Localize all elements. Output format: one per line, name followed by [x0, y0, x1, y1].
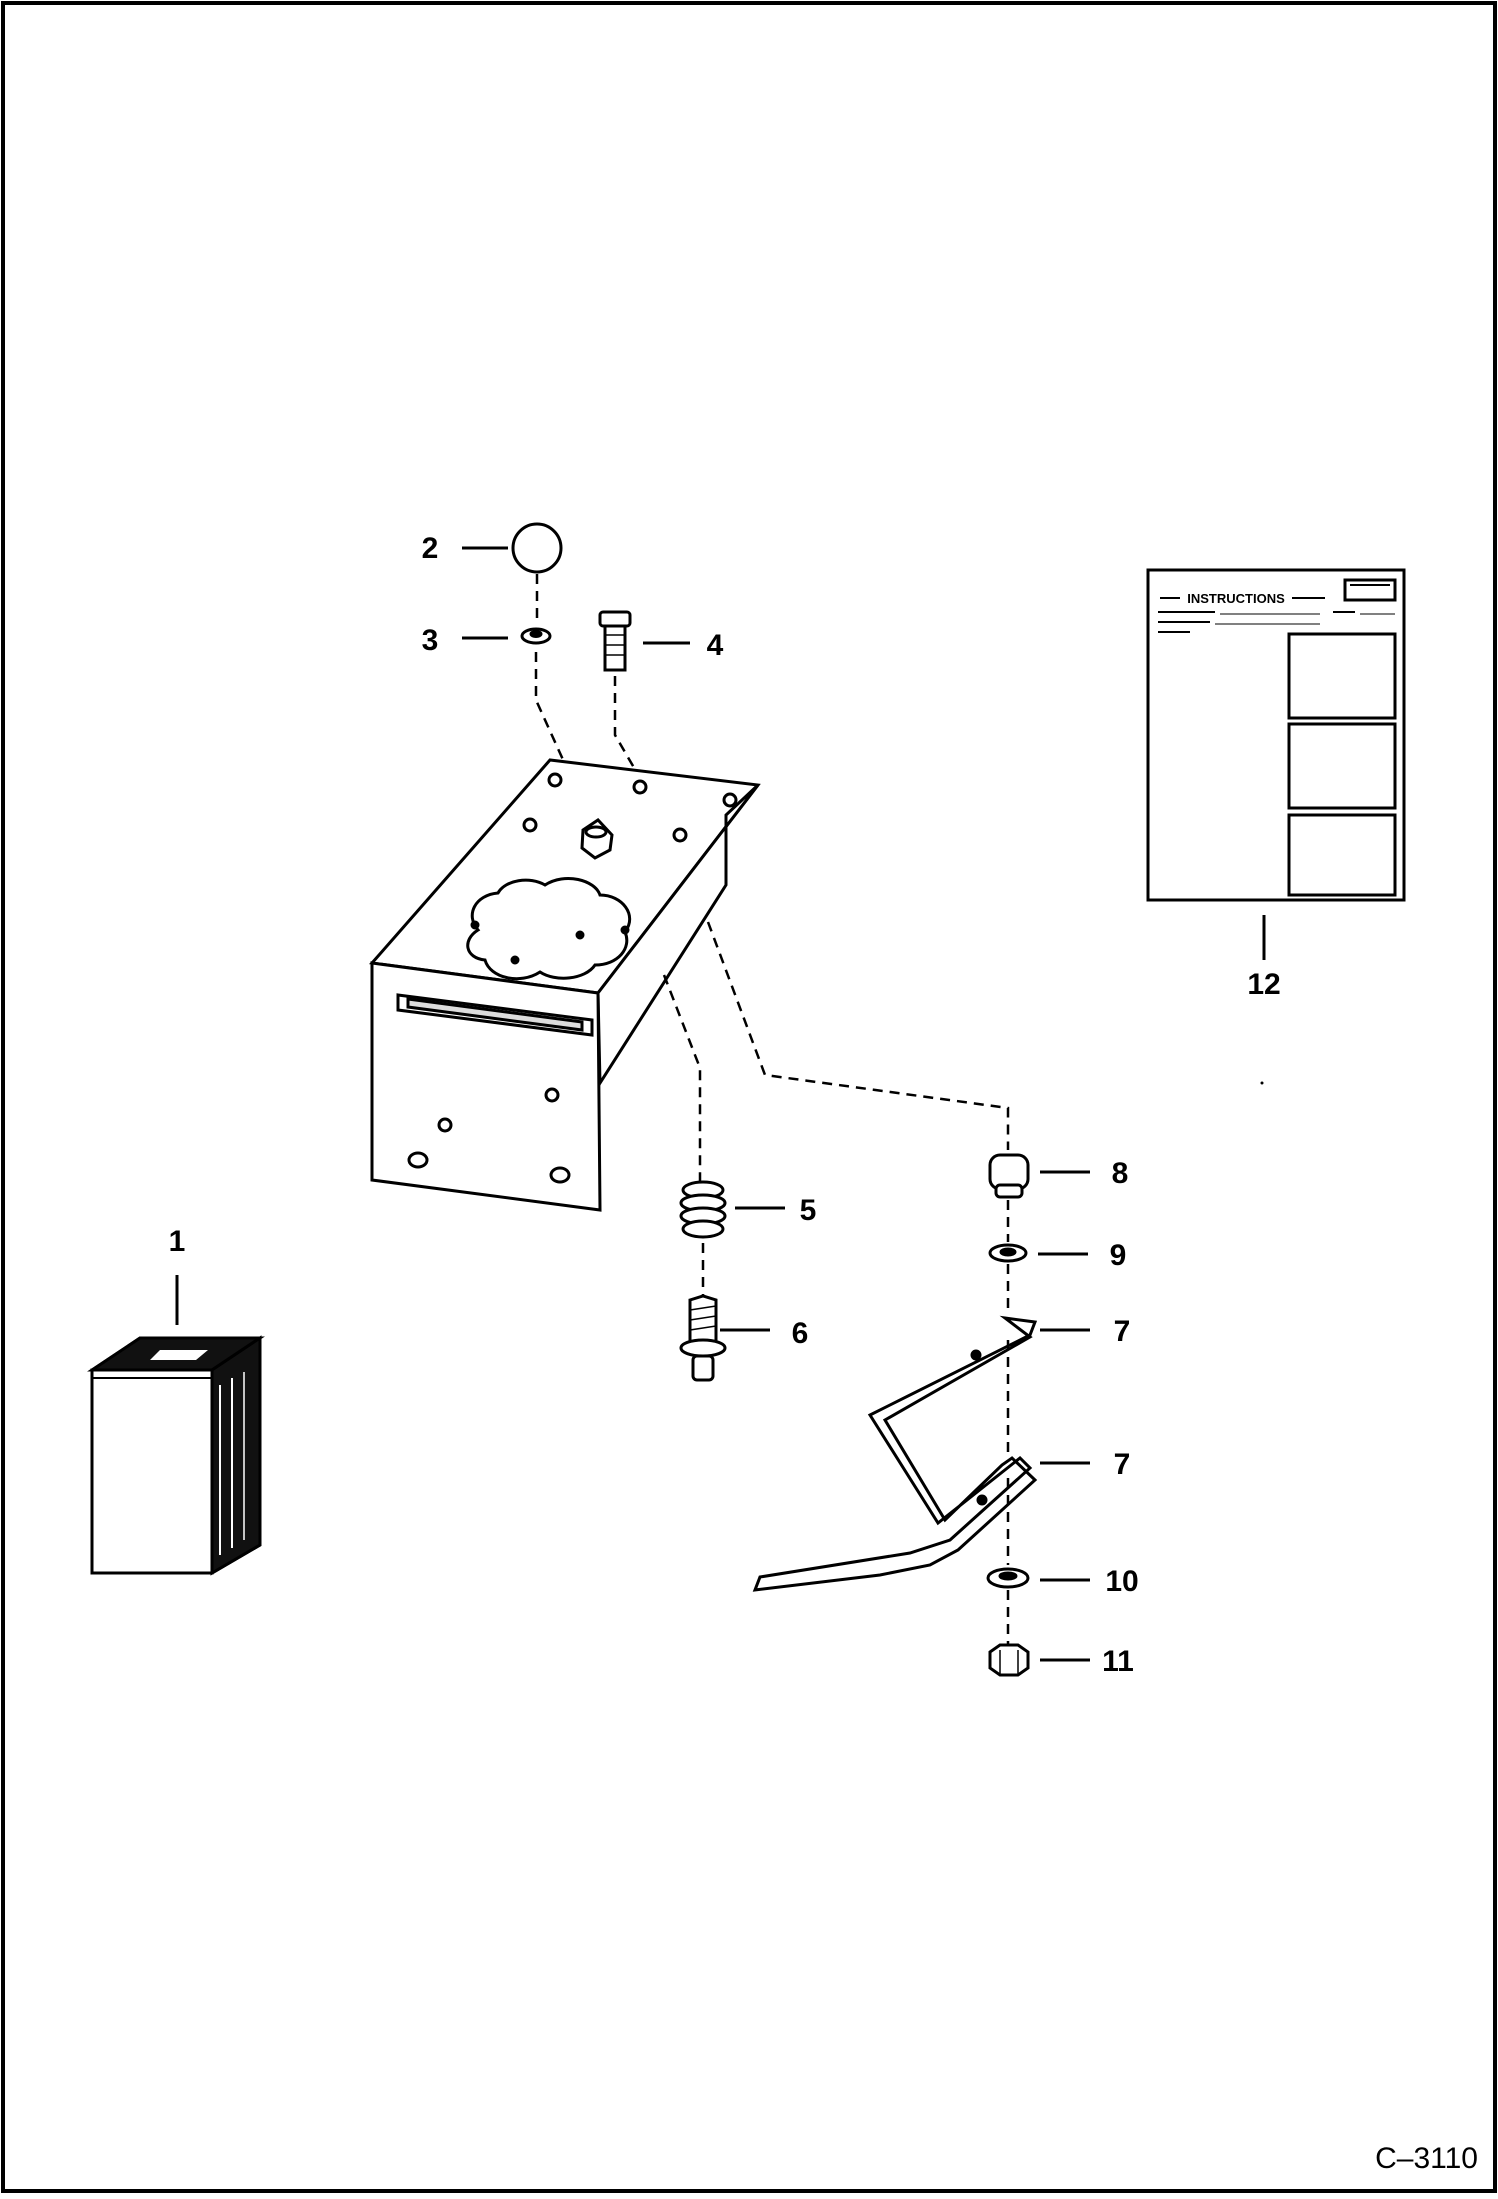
part-1-battery [87, 1335, 265, 1576]
callout-5: 5 [800, 1194, 817, 1227]
part-7-linkage-arm [752, 1315, 1038, 1592]
part-5-spring [679, 1180, 727, 1239]
callout-7b: 7 [1114, 1448, 1131, 1481]
callout-6: 6 [792, 1317, 809, 1350]
figure-id: C–3110 [1375, 2142, 1478, 2175]
callout-3: 3 [422, 624, 439, 657]
callout-2: 2 [422, 532, 439, 565]
assembly-path-4 [613, 676, 642, 779]
part-2-knob [511, 522, 563, 574]
callout-4: 4 [707, 629, 724, 662]
part-6-stud [679, 1294, 727, 1382]
callout-11: 11 [1102, 1645, 1134, 1678]
callout-10: 10 [1105, 1565, 1138, 1598]
callout-7a: 7 [1114, 1315, 1131, 1348]
part-3-washer [520, 627, 552, 645]
part-8-bushing [988, 1153, 1030, 1199]
speck [1260, 1081, 1264, 1085]
part-12-instructions-manual: INSTRUCTIONS [1146, 568, 1406, 902]
manual-heading: INSTRUCTIONS [1187, 591, 1285, 606]
assembly-path-5 [662, 974, 702, 1188]
part-4-bolt [598, 610, 632, 672]
callout-1: 1 [169, 1225, 186, 1258]
callout-9: 9 [1110, 1239, 1127, 1272]
part-9-washer [988, 1243, 1028, 1263]
part-11-nut [988, 1643, 1030, 1677]
part-10-washer [986, 1567, 1030, 1589]
assembly-path-8 [706, 921, 1010, 1150]
mounting-bracket [369, 758, 761, 1212]
callout-12: 12 [1247, 968, 1280, 1001]
callout-8: 8 [1112, 1157, 1129, 1190]
